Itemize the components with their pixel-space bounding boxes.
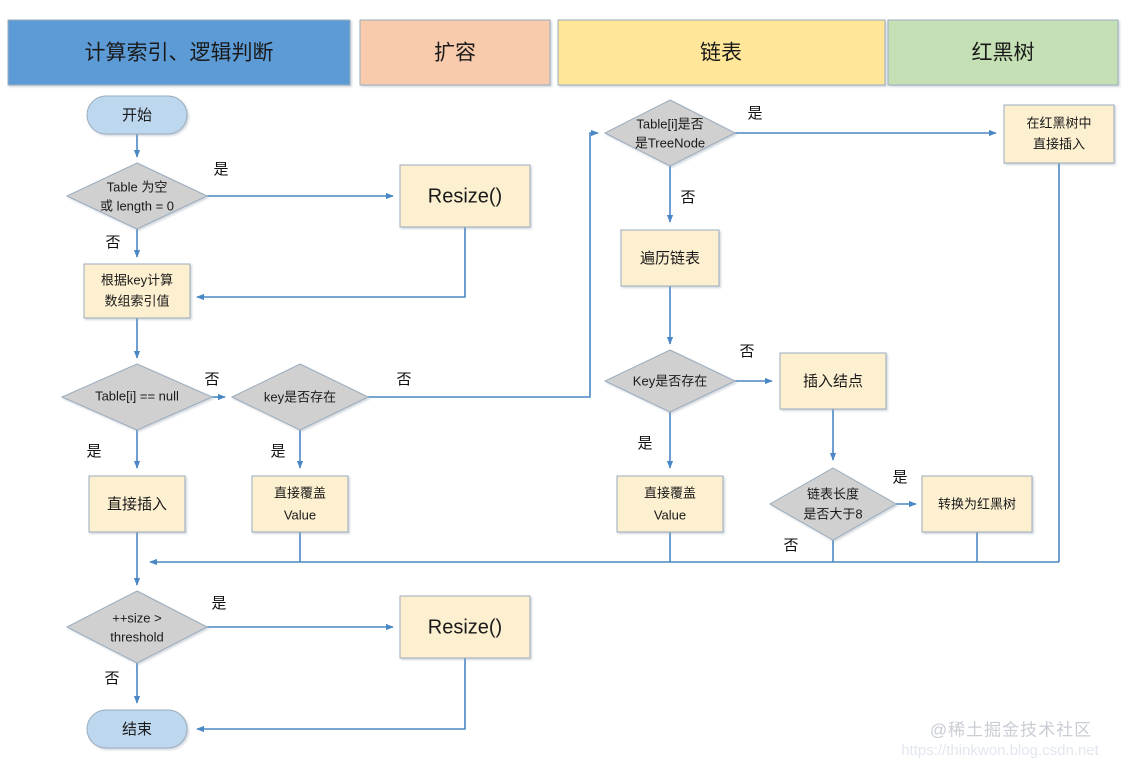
node-list-length-8-line2: 是否大于8 [803, 506, 862, 521]
watermark-url: https://thinkwon.blog.csdn.net [901, 742, 1099, 759]
node-direct-insert-label: 直接插入 [107, 496, 167, 513]
node-end-label: 结束 [122, 721, 152, 738]
node-key-exists-mid-label: Key是否存在 [633, 373, 707, 388]
edge-resize-to-compute [196, 227, 466, 301]
edge-key-exists-no-to-is-treenode [368, 129, 599, 398]
node-resize-top-label: Resize() [428, 185, 502, 207]
node-convert-rbtree[interactable]: 转换为红黑树 [921, 475, 1033, 533]
edge-label-no-key-left: 否 [396, 371, 411, 388]
lane-label-compute: 计算索引、逻辑判断 [85, 42, 274, 65]
edge-label-yes-key-left: 是 [270, 443, 285, 460]
lane-header-compute: 计算索引、逻辑判断 [7, 19, 351, 86]
connectors [133, 129, 1060, 733]
edge-label-yes-len8: 是 [892, 469, 907, 486]
node-insert-node[interactable]: 插入结点 [779, 352, 887, 410]
node-overwrite-mid-line1: 直接覆盖 [644, 485, 696, 500]
node-convert-rbtree-label: 转换为红黑树 [938, 496, 1016, 511]
node-insert-rbtree-line1: 在红黑树中 [1026, 115, 1091, 130]
lane-header-rbtree: 红黑树 [887, 19, 1119, 86]
node-is-treenode[interactable]: Table[i]是否 是TreeNode [603, 99, 737, 167]
edge-label-no-key-mid: 否 [739, 343, 754, 360]
node-resize-top[interactable]: Resize() [399, 164, 531, 228]
node-key-exists-left-label: key是否存在 [264, 389, 336, 404]
node-is-treenode-line2: 是TreeNode [635, 135, 705, 150]
node-table-empty-line1: Table 为空 [107, 179, 168, 194]
lane-label-rbtree: 红黑树 [972, 42, 1035, 65]
edge-label-no-size: 否 [104, 670, 119, 687]
node-end[interactable]: 结束 [86, 709, 188, 749]
node-size-threshold[interactable]: ++size > threshold [65, 590, 209, 664]
node-list-length-8[interactable]: 链表长度 是否大于8 [768, 467, 898, 541]
node-traverse-list-label: 遍历链表 [640, 250, 700, 267]
node-direct-insert[interactable]: 直接插入 [88, 475, 186, 533]
node-overwrite-mid-line2: Value [654, 507, 686, 522]
node-table-null-label: Table[i] == null [95, 388, 179, 403]
node-insert-node-label: 插入结点 [803, 373, 863, 390]
edge-label-yes-treenode: 是 [747, 105, 762, 122]
node-overwrite-mid[interactable]: 直接覆盖 Value [616, 475, 724, 533]
node-size-threshold-line2: threshold [110, 629, 163, 644]
node-overwrite-left-line2: Value [284, 507, 316, 522]
lane-label-linkedlist: 链表 [700, 42, 742, 65]
edge-labels: 是 否 否 是 是 否 是 否 是 否 否 是 是 否 [86, 105, 907, 687]
edge-label-no-table-null: 否 [204, 371, 219, 388]
edge-label-yes-key-mid: 是 [637, 435, 652, 452]
node-compute-index[interactable]: 根据key计算 数组索引值 [83, 263, 191, 319]
node-resize-bottom[interactable]: Resize() [399, 595, 531, 659]
edge-label-no-len8: 否 [783, 537, 798, 554]
node-insert-rbtree-line2: 直接插入 [1033, 136, 1085, 151]
node-compute-index-line1: 根据key计算 [101, 272, 173, 287]
node-table-null[interactable]: Table[i] == null [60, 363, 214, 431]
node-list-length-8-line1: 链表长度 [807, 486, 859, 501]
watermark-community: @稀土掘金技术社区 [930, 720, 1092, 739]
node-key-exists-left[interactable]: key是否存在 [230, 363, 370, 431]
edge-label-yes-table-empty: 是 [213, 161, 228, 178]
lane-header-linkedlist: 链表 [557, 19, 886, 86]
node-key-exists-mid[interactable]: Key是否存在 [603, 349, 737, 413]
edge-label-yes-table-null: 是 [86, 443, 101, 460]
edge-resize-bottom-to-end [196, 658, 466, 733]
node-is-treenode-line1: Table[i]是否 [636, 116, 703, 131]
node-start[interactable]: 开始 [86, 95, 188, 135]
lane-label-resize: 扩容 [434, 42, 476, 65]
node-insert-rbtree[interactable]: 在红黑树中 直接插入 [1003, 104, 1115, 164]
node-compute-index-line2: 数组索引值 [104, 293, 169, 308]
edge-label-no-treenode: 否 [680, 189, 695, 206]
edge-label-yes-size: 是 [211, 595, 226, 612]
edge-label-no-table-empty: 否 [105, 234, 120, 251]
node-overwrite-left-line1: 直接覆盖 [274, 485, 326, 500]
node-overwrite-left[interactable]: 直接覆盖 Value [251, 475, 349, 533]
lane-header-resize: 扩容 [359, 19, 551, 86]
node-table-empty-line2: 或 length = 0 [100, 198, 174, 213]
node-table-empty[interactable]: Table 为空 或 length = 0 [65, 162, 209, 230]
node-size-threshold-line1: ++size > [112, 610, 162, 625]
node-resize-bottom-label: Resize() [428, 616, 502, 638]
node-traverse-list[interactable]: 遍历链表 [620, 229, 720, 287]
node-start-label: 开始 [122, 107, 152, 124]
watermark: @稀土掘金技术社区 https://thinkwon.blog.csdn.net [901, 720, 1099, 758]
